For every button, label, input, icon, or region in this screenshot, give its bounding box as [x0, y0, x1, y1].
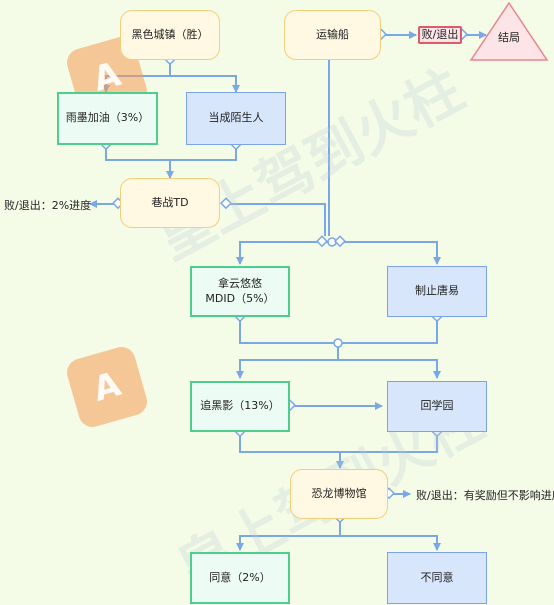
node-dino-museum: 恐龙博物馆 [290, 469, 388, 519]
node-defeat-exit-top: 败/退出 [418, 26, 462, 44]
node-transport-ship: 运输船 [284, 10, 381, 60]
node-ending: 结局 [498, 31, 520, 44]
node-stop-tang: 制止唐易 [387, 266, 487, 317]
node-alley-td: 巷战TD [120, 178, 220, 228]
node-disagree: 不同意 [387, 552, 487, 604]
node-rain-cheer: 雨墨加油（3%） [57, 92, 158, 145]
node-agree: 同意（2%） [190, 552, 290, 604]
node-return-school: 回学园 [387, 381, 487, 432]
node-defeat-exit-alley: 败/退出：2%进度 [4, 199, 92, 212]
node-nayun-mdid: 拿云悠悠 MDID（5%） [190, 266, 290, 317]
ending-triangle [469, 1, 549, 61]
connector-lines [89, 31, 487, 551]
node-defeat-exit-museum: 败/退出：有奖励但不影响进度 [416, 489, 554, 502]
node-chase-shadow: 追黑影（13%） [190, 381, 290, 432]
node-stranger: 当成陌生人 [186, 92, 286, 145]
node-black-town: 黑色城镇（胜） [120, 10, 220, 60]
